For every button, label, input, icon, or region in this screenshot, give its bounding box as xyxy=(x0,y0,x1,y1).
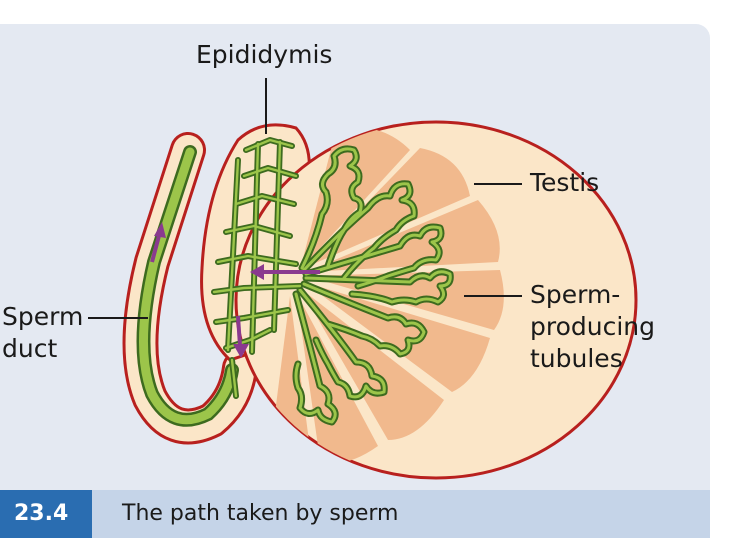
label-tubules-line2: producing xyxy=(530,312,656,341)
label-duct-line1: Sperm xyxy=(2,302,84,331)
label-epididymis: Epididymis xyxy=(196,40,333,69)
label-testis: Testis xyxy=(530,168,600,197)
caption-bar xyxy=(0,490,710,538)
tubules xyxy=(292,145,454,426)
label-tubules-line1: Sperm- xyxy=(530,280,621,309)
flow-arrows xyxy=(233,264,320,358)
label-tubules-line3: tubules xyxy=(530,344,623,373)
duct-arrow xyxy=(150,231,162,263)
figure-caption: The path taken by sperm xyxy=(122,501,399,526)
leader-lines xyxy=(88,78,522,319)
label-duct-line2: duct xyxy=(2,334,58,363)
epididymis-network xyxy=(211,137,303,399)
figure-number: 23.4 xyxy=(0,490,92,538)
